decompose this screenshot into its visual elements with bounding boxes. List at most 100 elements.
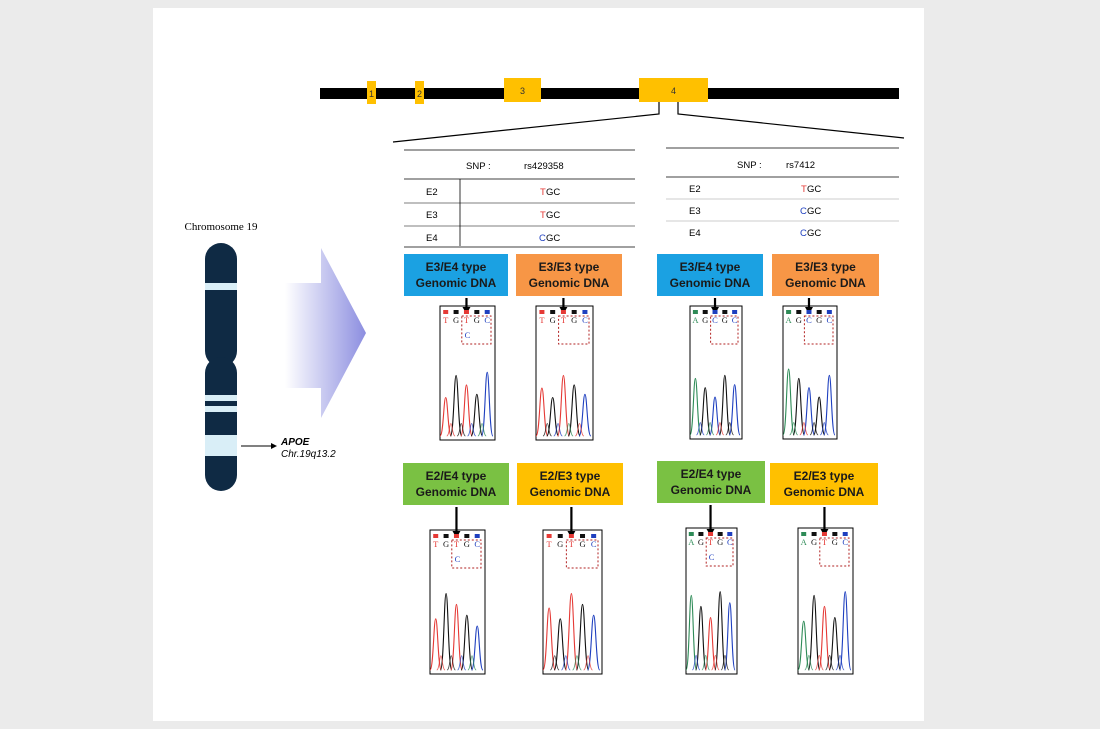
chromatogram-frame	[535, 305, 594, 441]
base-call-marker	[591, 534, 597, 538]
base-call-letter: T	[443, 315, 449, 325]
base-call-letter: G	[796, 315, 802, 325]
genotype-type-label: E2/E3 type	[540, 469, 601, 483]
base-call-marker	[568, 534, 574, 538]
trace-peak	[439, 396, 452, 437]
base-call-letter: G	[474, 315, 480, 325]
base-call-letter: T	[561, 315, 567, 325]
trace-minor-peak	[583, 655, 593, 671]
trace-minor-peak	[467, 655, 477, 671]
trace-peak	[470, 625, 484, 671]
trace-minor-peak	[457, 655, 467, 671]
codon-first-base: T	[801, 184, 807, 195]
genotype-type-label: E3/E3 type	[795, 260, 856, 274]
base-call-marker	[806, 310, 812, 314]
trace-minor-peak	[446, 655, 456, 671]
codon-highlight-box	[565, 539, 599, 569]
genomic-dna-label: Genomic DNA	[416, 276, 497, 290]
trace-peak	[450, 603, 463, 671]
base-call-letter: A	[801, 537, 808, 547]
trace-peak	[807, 594, 821, 671]
svg-text:4: 4	[671, 86, 676, 96]
base-call-marker	[832, 532, 838, 536]
base-call-marker	[786, 310, 792, 314]
trace-minor-peak	[835, 654, 845, 671]
base-call-marker	[717, 532, 723, 536]
trace-minor-peak	[715, 422, 725, 436]
trace-peak	[449, 374, 463, 437]
codon-first-base: C	[800, 206, 807, 217]
secondary-base-call: C	[465, 330, 471, 340]
base-call-letter: C	[827, 315, 833, 325]
trace-minor-peak	[467, 422, 477, 437]
base-call-letter: T	[433, 539, 439, 549]
base-call-marker	[557, 534, 563, 538]
chromatogram-frame	[439, 305, 496, 441]
codon-highlight-box	[451, 539, 482, 569]
base-call-marker	[821, 532, 827, 536]
trace-peak	[792, 377, 805, 436]
codon-highlight-box	[461, 315, 492, 345]
base-call-letter: G	[550, 315, 556, 325]
trace-minor-peak	[550, 655, 560, 671]
trace-peak	[480, 371, 494, 437]
codon-first-base: T	[540, 210, 546, 221]
genotype-label-box	[516, 254, 622, 296]
base-call-letter: A	[688, 537, 695, 547]
base-call-letter: C	[727, 537, 733, 547]
gene-name-label: APOE	[280, 437, 310, 448]
genotype-type-label: E2/E3 type	[794, 469, 855, 483]
base-call-marker	[580, 534, 586, 538]
trace-peak	[723, 602, 736, 671]
apoe-locus-pointer	[241, 443, 277, 449]
trace-peak	[460, 614, 474, 671]
genomic-dna-label: Genomic DNA	[671, 483, 752, 497]
exon-2: 2	[415, 81, 424, 104]
base-call-marker	[826, 310, 832, 314]
base-call-letter: G	[811, 537, 817, 547]
base-call-letter: G	[557, 539, 563, 549]
trace-peak	[704, 616, 717, 671]
base-call-letter: G	[698, 537, 704, 547]
base-call-letter: T	[569, 539, 575, 549]
snp-label: SNP :	[737, 160, 762, 171]
base-call-letter: T	[464, 315, 470, 325]
trace-peak	[714, 591, 726, 671]
base-call-letter: T	[539, 315, 545, 325]
trace-peak	[685, 594, 698, 671]
base-call-letter: A	[786, 315, 793, 325]
codon-highlight-box	[819, 537, 850, 567]
zoom-line-right	[677, 102, 905, 139]
base-call-letter: T	[547, 539, 553, 549]
trace-minor-peak	[825, 654, 835, 671]
chromatogram-frame	[689, 305, 743, 440]
base-call-letter: C	[806, 315, 812, 325]
base-call-letter: C	[474, 539, 480, 549]
codon-rest: GC	[546, 210, 560, 221]
base-call-letter: C	[732, 315, 738, 325]
base-call-letter: G	[443, 539, 449, 549]
trace-peak	[546, 396, 560, 437]
base-call-letter: C	[582, 315, 588, 325]
base-call-marker	[546, 534, 552, 538]
base-call-marker	[692, 310, 698, 314]
codon-highlight-box	[710, 315, 739, 345]
snp-table-rs7412: SNP : rs7412 E2 T GC E3 C GC E4 C GC	[666, 147, 899, 239]
trace-peak	[695, 605, 707, 671]
trace-peak	[818, 605, 831, 671]
base-call-marker	[443, 310, 449, 314]
base-call-marker	[550, 310, 556, 314]
trace-peak	[802, 387, 816, 436]
base-call-marker	[796, 310, 802, 314]
base-call-letter: G	[571, 315, 577, 325]
exon-3: 3	[504, 78, 541, 102]
codon-highlight-box	[705, 537, 734, 567]
snp-label: SNP :	[466, 161, 491, 172]
zoom-line-left	[392, 102, 660, 143]
trace-minor-peak	[789, 422, 798, 436]
